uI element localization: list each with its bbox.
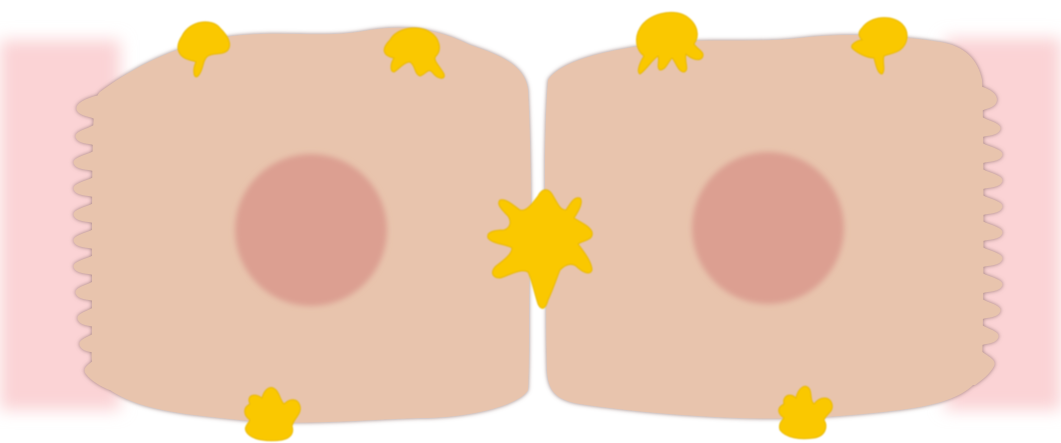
right-cell-microvilli (955, 85, 1002, 385)
right-cell-nucleus (692, 152, 844, 304)
left-cell-nucleus (235, 154, 387, 306)
left-cell-microvilli (74, 95, 130, 390)
